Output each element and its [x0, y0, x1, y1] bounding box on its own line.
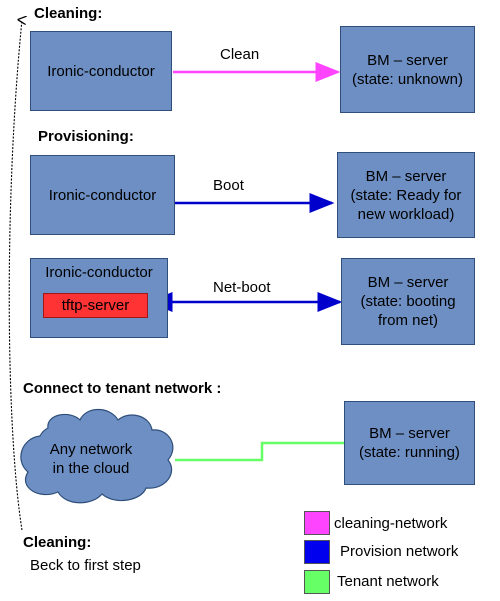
bm-server-state: (state: Ready for [350, 186, 462, 204]
legend-label-provision: Provision network [340, 543, 459, 560]
bm-server-title: BM – server [367, 274, 449, 291]
bm-server-box-running: BM – server (state: running) [344, 401, 475, 485]
bm-server-box-ready: BM – server (state: Ready for new worklo… [337, 152, 475, 238]
bm-server-state-cont: new workload) [357, 205, 455, 223]
ironic-conductor-box-clean: Ironic-conductor [30, 31, 172, 111]
bm-server-state: (state: running) [359, 444, 460, 461]
bm-server-box-unknown: BM – server (state: unknown) [340, 26, 475, 113]
back-to-first-step-text: Beck to first step [30, 557, 141, 574]
legend-swatch-tenant [304, 570, 330, 594]
tenant-edge [175, 441, 344, 462]
bm-server-state: (state: booting [360, 293, 456, 310]
loop-back-arrow [8, 20, 22, 531]
bm-server-state: (state: unknown) [352, 70, 463, 88]
cloud-shape [20, 408, 174, 504]
legend-label-cleaning: cleaning-network [334, 515, 448, 532]
ironic-conductor-label: Ironic-conductor [45, 264, 153, 281]
bm-server-state-cont: from net) [377, 312, 438, 329]
bm-server-box-booting: BM – server (state: booting from net) [341, 258, 475, 345]
legend-swatch-provision [304, 540, 330, 564]
heading-cleaning: Cleaning: [34, 5, 103, 22]
legend-label-tenant: Tenant network [337, 573, 439, 590]
heading-provisioning: Provisioning: [38, 128, 134, 145]
cloud-label: Any network in the cloud [38, 440, 144, 478]
ironic-conductor-label: Ironic-conductor [48, 186, 157, 204]
bm-server-title: BM – server [367, 51, 448, 69]
bm-server-title: BM – server [365, 167, 447, 185]
ironic-conductor-box-boot: Ironic-conductor [30, 155, 175, 235]
tftp-server-box: tftp-server [43, 293, 148, 318]
netboot-edge-label: Net-boot [213, 279, 271, 296]
clean-edge-label: Clean [220, 46, 260, 63]
ironic-conductor-label: Ironic-conductor [47, 62, 155, 80]
boot-edge-label: Boot [213, 177, 244, 194]
heading-connect-tenant: Connect to tenant network : [23, 380, 222, 397]
bm-server-title: BM – server [369, 425, 450, 442]
cloud-label-line2: in the cloud [52, 460, 130, 477]
heading-cleaning-again: Cleaning: [23, 534, 92, 551]
cloud-label-line1: Any network [49, 441, 133, 458]
legend-swatch-cleaning [304, 511, 330, 535]
